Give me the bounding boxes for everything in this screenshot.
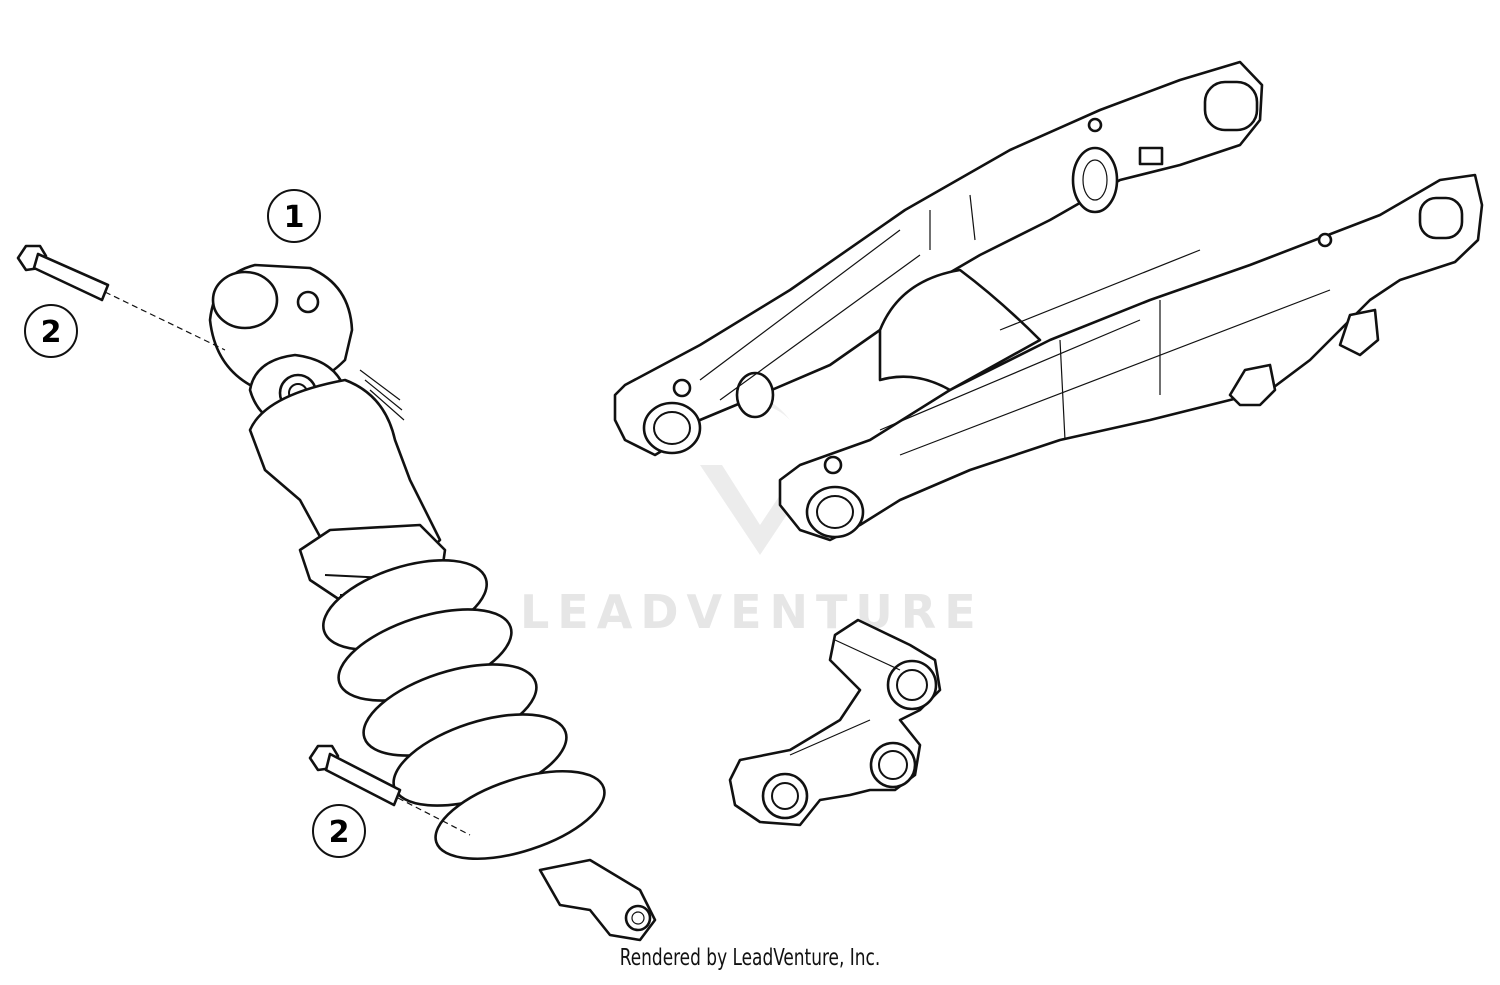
upper-bolt [16, 244, 226, 351]
linkage-lever [728, 618, 942, 827]
callout-1: 1 [267, 189, 321, 243]
watermark-text: LEADVENTURE [520, 585, 984, 639]
callout-2-upper-label: 2 [41, 315, 62, 350]
callout-1-label: 1 [284, 200, 305, 235]
callout-2-upper: 2 [24, 304, 78, 358]
callout-2-lower: 2 [312, 804, 366, 858]
lower-bolt [308, 744, 471, 836]
swingarm [613, 60, 1484, 542]
shock-absorber [208, 263, 657, 942]
callout-2-lower-label: 2 [329, 815, 350, 850]
footer-credit: Rendered by LeadVenture, Inc. [619, 945, 881, 971]
watermark: LEADVENTURE [520, 393, 984, 639]
